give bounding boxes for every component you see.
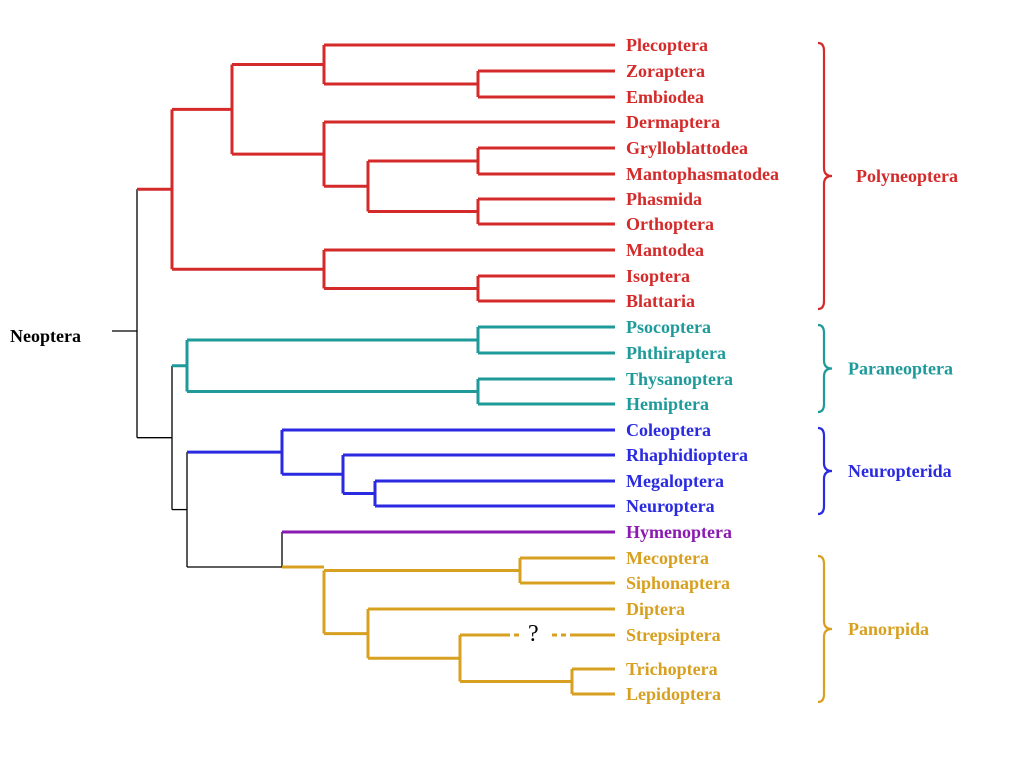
brace-paraneoptera bbox=[817, 323, 833, 414]
taxon-label-diptera: Diptera bbox=[626, 599, 685, 619]
taxon-label-strepsiptera: Strepsiptera bbox=[626, 625, 721, 645]
taxon-label-dermaptera: Dermaptera bbox=[626, 112, 720, 132]
brace-panorpida bbox=[817, 554, 833, 704]
taxon-label-orthoptera: Orthoptera bbox=[626, 214, 714, 234]
taxon-label-psocoptera: Psocoptera bbox=[626, 317, 711, 337]
taxon-label-hemiptera: Hemiptera bbox=[626, 394, 709, 414]
brace-neuropterida bbox=[817, 426, 833, 516]
taxon-label-rhaphidioptera: Rhaphidioptera bbox=[626, 445, 748, 465]
taxon-label-mecoptera: Mecoptera bbox=[626, 548, 709, 568]
brace-polyneoptera bbox=[817, 41, 833, 311]
group-label-polyneoptera: Polyneoptera bbox=[856, 166, 958, 186]
taxon-label-megaloptera: Megaloptera bbox=[626, 471, 724, 491]
taxon-label-isoptera: Isoptera bbox=[626, 266, 690, 286]
group-label-paraneoptera: Paraneoptera bbox=[848, 359, 953, 379]
taxon-label-lepidoptera: Lepidoptera bbox=[626, 684, 721, 704]
taxon-label-embiodea: Embiodea bbox=[626, 87, 704, 107]
taxon-label-mantophasmatodea: Mantophasmatodea bbox=[626, 164, 779, 184]
taxon-label-hymenoptera: Hymenoptera bbox=[626, 522, 732, 542]
tree-branches bbox=[112, 43, 615, 696]
taxon-label-trichoptera: Trichoptera bbox=[626, 659, 718, 679]
taxon-label-phasmida: Phasmida bbox=[626, 189, 702, 209]
taxon-label-neuroptera: Neuroptera bbox=[626, 496, 715, 516]
taxon-label-thysanoptera: Thysanoptera bbox=[626, 369, 733, 389]
taxon-label-mantodea: Mantodea bbox=[626, 240, 704, 260]
taxon-label-coleoptera: Coleoptera bbox=[626, 420, 711, 440]
taxon-label-grylloblattodea: Grylloblattodea bbox=[626, 138, 748, 158]
uncertain-placement-mark: ? bbox=[528, 621, 539, 647]
taxon-labels: PlecopteraZorapteraEmbiodeaDermapteraGry… bbox=[626, 35, 779, 704]
group-label-neuropterida: Neuropterida bbox=[848, 461, 952, 481]
root-label: Neoptera bbox=[10, 326, 81, 346]
taxon-label-zoraptera: Zoraptera bbox=[626, 61, 705, 81]
taxon-label-phthiraptera: Phthiraptera bbox=[626, 343, 726, 363]
taxon-label-blattaria: Blattaria bbox=[626, 291, 695, 311]
taxon-label-plecoptera: Plecoptera bbox=[626, 35, 708, 55]
group-braces: PolyneopteraParaneopteraNeuropteridaPano… bbox=[817, 41, 958, 704]
taxon-label-siphonaptera: Siphonaptera bbox=[626, 573, 730, 593]
group-label-panorpida: Panorpida bbox=[848, 619, 929, 639]
